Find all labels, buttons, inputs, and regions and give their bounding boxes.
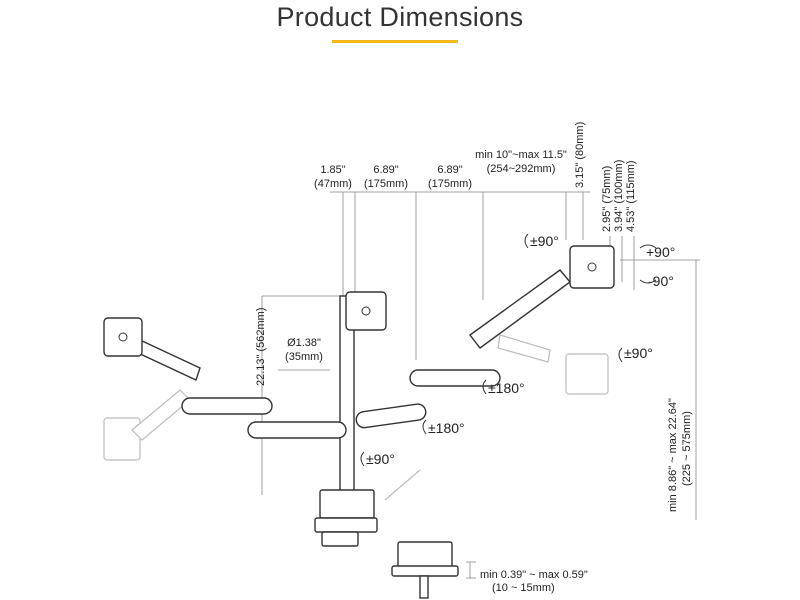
rotation-minus90: -90°: [648, 273, 674, 289]
rotation-pm90-base: ±90°: [366, 451, 395, 467]
label-pole-diameter: Ø1.38"(35mm): [285, 337, 323, 363]
label-min10-max11: min 10"~max 11.5"(254~292mm): [475, 149, 567, 175]
center-pole: [314, 295, 378, 547]
label-3-94: 3.94" (100mm): [613, 160, 625, 232]
vesa-plate-top: [345, 291, 387, 331]
rotation-pm90-right: ±90°: [624, 345, 653, 361]
grommet-base: [391, 541, 459, 599]
label-4-53: 4.53" (115mm): [625, 160, 637, 232]
rotation-arrows: [360, 233, 657, 467]
vesa-plate-right: [569, 245, 615, 289]
page-title: Product Dimensions: [276, 2, 524, 32]
right-arm: [355, 269, 572, 429]
label-3-15: 3.15" (80mm): [574, 122, 586, 188]
vesa-plate-left: [103, 317, 143, 357]
dimension-labels: 1.85"(47mm) 6.89"(175mm) 6.89"(175mm) mi…: [255, 122, 693, 594]
title-accent-bar: [332, 40, 458, 43]
ghost-outlines: [103, 334, 609, 501]
rotation-labels: +90° -90° ±90° ±90° ±180° ±180° ±90°: [366, 233, 675, 467]
label-clamp-range: min 0.39" ~ max 0.59"(10 ~ 15mm): [480, 569, 588, 594]
label-height-range-1: min 8.86" ~ max 22.64": [667, 398, 679, 512]
rotation-pm180-right: ±180°: [488, 380, 525, 396]
label-1-85: 1.85"(47mm): [314, 164, 352, 190]
label-height-range-2: (225 ~ 575mm): [681, 411, 693, 486]
rotation-plus90: +90°: [646, 244, 675, 260]
label-pole-height: 22.13" (562mm): [255, 308, 267, 387]
label-2-95: 2.95" (75mm): [601, 166, 613, 232]
label-6-89-a: 6.89"(175mm): [364, 164, 408, 190]
rotation-pm90-top: ±90°: [530, 233, 559, 249]
label-6-89-b: 6.89"(175mm): [428, 164, 472, 190]
rotation-pm180-center: ±180°: [428, 420, 465, 436]
left-arm: [135, 339, 347, 439]
